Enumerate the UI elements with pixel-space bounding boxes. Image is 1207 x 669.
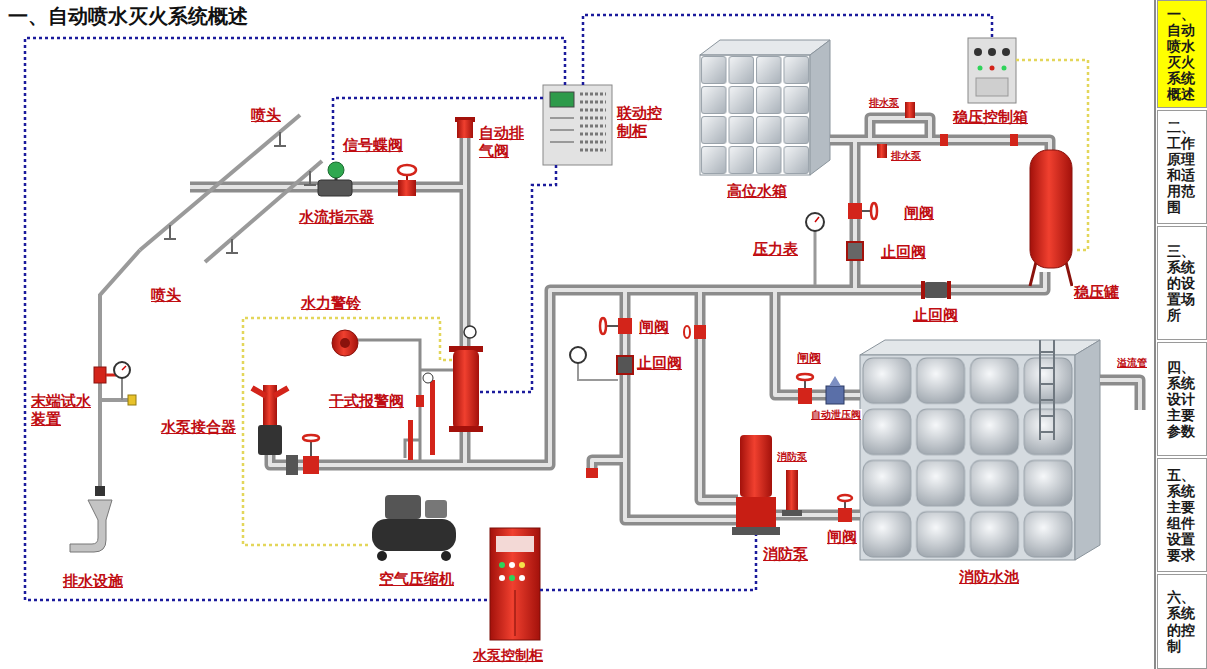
part-label: 压力表 bbox=[752, 240, 799, 258]
component-label: 消防泵 bbox=[762, 545, 809, 563]
nav-tab: 四、系统设计主要参数 bbox=[1157, 342, 1207, 456]
pump-adapter: 水泵接合器 bbox=[252, 385, 288, 465]
part-label: 喷头 bbox=[150, 286, 182, 304]
part-label: 自动泄压阀 bbox=[810, 409, 862, 420]
part-label: 溢流管 bbox=[1116, 357, 1148, 368]
signal-line bbox=[540, 535, 756, 590]
nav-tab-active: 一、自动喷水灭火系统概述 bbox=[1157, 0, 1207, 108]
pressure-box-drawing bbox=[968, 38, 1016, 103]
signal-line bbox=[25, 38, 565, 600]
part-label: 排水设施 bbox=[62, 572, 124, 590]
component-label: 空气压缩机 bbox=[378, 570, 455, 588]
component-label: 水泵控制柜 bbox=[472, 646, 544, 664]
pressure-tank: 稳压罐 bbox=[1028, 148, 1074, 270]
air-compressor: 空气压缩机 bbox=[368, 490, 458, 562]
pipe-highlight bbox=[190, 118, 1140, 520]
riser-components bbox=[318, 117, 483, 460]
air-line bbox=[1016, 60, 1088, 250]
air-compressor-drawing bbox=[372, 495, 456, 561]
tab-text: 五、系统主要组件设置要求 bbox=[1167, 467, 1196, 564]
sprinkler-heads bbox=[164, 132, 316, 253]
water-flow-indicator: 水流指示器 bbox=[396, 164, 418, 198]
part-label: 闸阀 bbox=[903, 204, 935, 222]
tab-text: 一、自动喷水灭火系统概述 bbox=[1167, 6, 1196, 103]
linkage-control-cabinet: 联动控制柜 bbox=[543, 85, 612, 165]
pressure-control-box: 稳压控制箱 bbox=[968, 38, 1016, 103]
end-test-device bbox=[70, 362, 136, 552]
stabilizer-components bbox=[806, 102, 1072, 299]
fire-pump: 消防泵 bbox=[732, 435, 780, 535]
part-label: 闸阀 bbox=[826, 528, 858, 546]
nav-tab: 三、系统的设置场所 bbox=[1157, 226, 1207, 340]
high-water-tank: 高位水箱 bbox=[700, 40, 830, 175]
component-label: 稳压罐 bbox=[1073, 283, 1120, 301]
part-label: 排水泵 bbox=[890, 150, 922, 161]
component-label: 水泵接合器 bbox=[160, 418, 237, 436]
pump-cabinet-drawing bbox=[490, 528, 540, 640]
nav-tab: 五、系统主要组件设置要求 bbox=[1157, 458, 1207, 572]
linkage-cabinet-drawing bbox=[543, 85, 612, 165]
air-line bbox=[243, 318, 452, 545]
tab-text: 六、系统的控制 bbox=[1167, 589, 1196, 653]
pool-drawing bbox=[860, 340, 1100, 560]
component-label: 消防水池 bbox=[958, 568, 1020, 586]
part-label: 止回阀 bbox=[880, 243, 927, 261]
component-label: 稳压控制箱 bbox=[952, 108, 1029, 126]
pipe-network bbox=[190, 118, 1140, 520]
component-label: 联动控制柜 bbox=[616, 104, 664, 140]
water-alarm-bell: 水力警铃 bbox=[330, 328, 360, 358]
signal-line bbox=[333, 98, 543, 160]
nav-tab: 六、系统的控制 bbox=[1157, 574, 1207, 669]
part-label: 消防泵 bbox=[776, 451, 808, 462]
fire-water-pool: 消防水池 bbox=[860, 340, 1100, 560]
signal-line bbox=[583, 15, 992, 85]
part-label: 喷头 bbox=[250, 106, 282, 124]
component-label: 高位水箱 bbox=[726, 182, 788, 200]
signal-line bbox=[480, 165, 556, 392]
component-label: 干式报警阀 bbox=[328, 392, 405, 410]
component-label: 信号蝶阀 bbox=[342, 136, 404, 154]
tab-text: 四、系统设计主要参数 bbox=[1167, 359, 1196, 439]
part-label: 末端试水装置 bbox=[30, 392, 93, 428]
part-label: 止回阀 bbox=[912, 306, 959, 324]
sidebar-divider bbox=[1154, 0, 1156, 669]
tab-text: 三、系统的设置场所 bbox=[1167, 243, 1196, 323]
high-tank-drawing bbox=[700, 40, 830, 175]
component-label: 水力警铃 bbox=[300, 294, 362, 312]
nav-tab: 二、工作原理和适用范围 bbox=[1157, 110, 1207, 224]
page-title: 一、自动喷水灭火系统概述 bbox=[8, 3, 248, 29]
component-label: 水流指示器 bbox=[298, 208, 375, 226]
pump-room-components bbox=[570, 318, 852, 535]
part-label: 排水泵 bbox=[868, 97, 900, 108]
part-label: 闸阀 bbox=[638, 318, 670, 336]
pump-control-cabinet: 水泵控制柜 bbox=[490, 528, 540, 640]
part-label: 闸阀 bbox=[796, 352, 822, 365]
signal-butterfly-valve: 信号蝶阀 bbox=[318, 160, 354, 198]
part-label: 自动排气阀 bbox=[478, 124, 526, 160]
part-label: 止回阀 bbox=[636, 354, 683, 372]
tab-text: 二、工作原理和适用范围 bbox=[1167, 119, 1196, 216]
dry-alarm-valve: 干式报警阀 bbox=[452, 345, 480, 433]
pump-adapter-drawing bbox=[252, 385, 319, 475]
branch-pipes bbox=[100, 115, 322, 490]
